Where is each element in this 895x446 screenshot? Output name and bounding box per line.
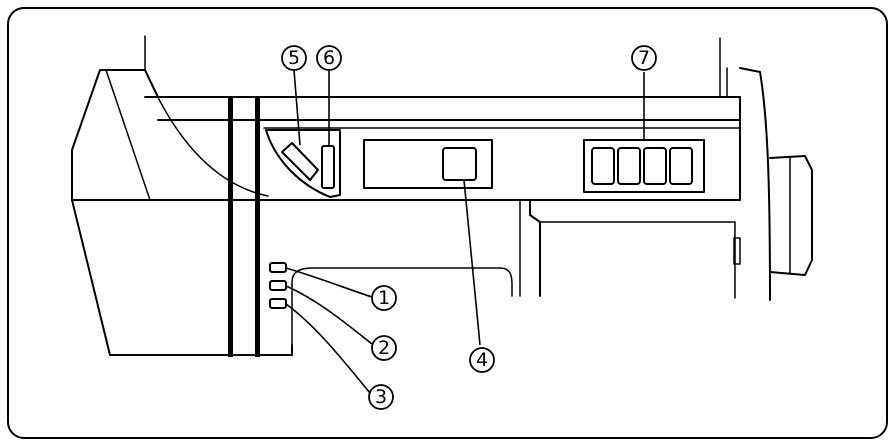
- vertical-rods: [228, 97, 260, 357]
- callout-2: 2: [371, 335, 397, 361]
- callout-1-label: 1: [378, 287, 390, 309]
- lever-6[interactable]: [321, 145, 335, 189]
- callout-5-label: 5: [288, 47, 300, 69]
- callout-7-label: 7: [638, 47, 650, 69]
- callout-5: 5: [281, 45, 307, 71]
- callout-6-label: 6: [323, 47, 335, 69]
- machine-bed: [291, 199, 736, 346]
- callout-4-label: 4: [476, 349, 488, 371]
- slider-5[interactable]: [281, 142, 319, 181]
- diagram-frame: [7, 7, 888, 439]
- button-4[interactable]: [442, 147, 477, 181]
- callout-4: 4: [469, 347, 495, 373]
- button-3[interactable]: [269, 298, 287, 309]
- callout-3: 3: [368, 384, 394, 410]
- digit-display-7: [583, 139, 705, 193]
- handwheel: [733, 67, 813, 301]
- small-buttons: [269, 262, 287, 309]
- leader-lines: [285, 69, 645, 394]
- machine-head: [71, 35, 531, 356]
- speed-panel: [265, 129, 341, 198]
- callout-3-label: 3: [375, 386, 387, 408]
- callout-1: 1: [371, 285, 397, 311]
- button-1[interactable]: [269, 262, 287, 273]
- callout-6: 6: [316, 45, 342, 71]
- button-2[interactable]: [269, 280, 287, 291]
- callout-2-label: 2: [378, 337, 390, 359]
- callout-7: 7: [631, 45, 657, 71]
- display-window: [363, 139, 493, 189]
